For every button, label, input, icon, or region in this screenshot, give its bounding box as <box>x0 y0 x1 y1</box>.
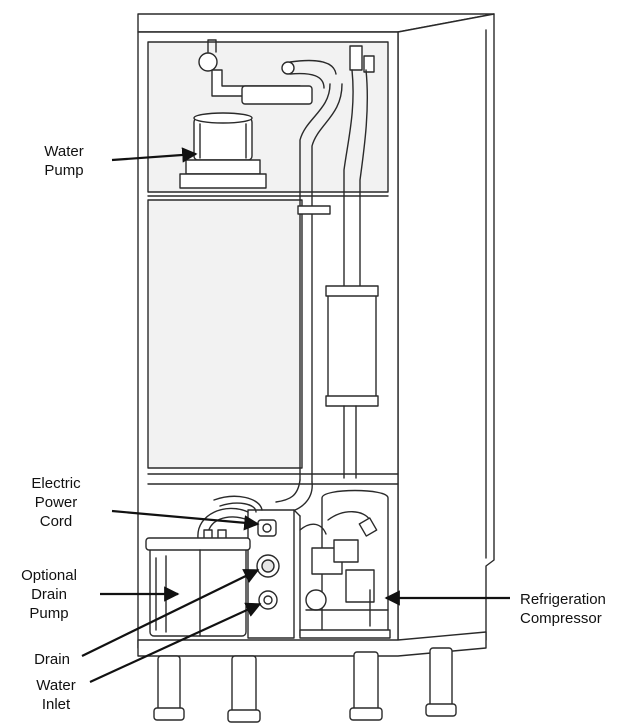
leader-arrows <box>81 147 510 683</box>
label-electric-power-cord: Electric Power Cord <box>31 475 81 530</box>
water-pump-drawing <box>179 112 267 189</box>
arrow-electric-power-cord <box>111 509 260 531</box>
tubing <box>275 69 368 513</box>
power-cord <box>197 495 263 543</box>
label-drain: Drain <box>34 651 70 668</box>
legs <box>153 647 457 723</box>
arrow-drain <box>81 569 260 657</box>
label-water-inlet: Water Inlet <box>36 677 76 713</box>
electrical-box <box>247 509 301 639</box>
label-optional-drain-pump: Optional Drain Pump <box>21 567 77 622</box>
label-refrigeration-compressor: Refrigeration Compressor <box>520 591 606 627</box>
compressor-drawing <box>299 489 391 639</box>
top-plumbing <box>198 39 375 105</box>
arrow-water-inlet <box>89 602 262 683</box>
accumulator <box>325 285 379 479</box>
arrow-water-pump <box>111 147 198 163</box>
label-water-pump: Water Pump <box>44 143 84 179</box>
drain-pump-drawing <box>145 537 251 637</box>
